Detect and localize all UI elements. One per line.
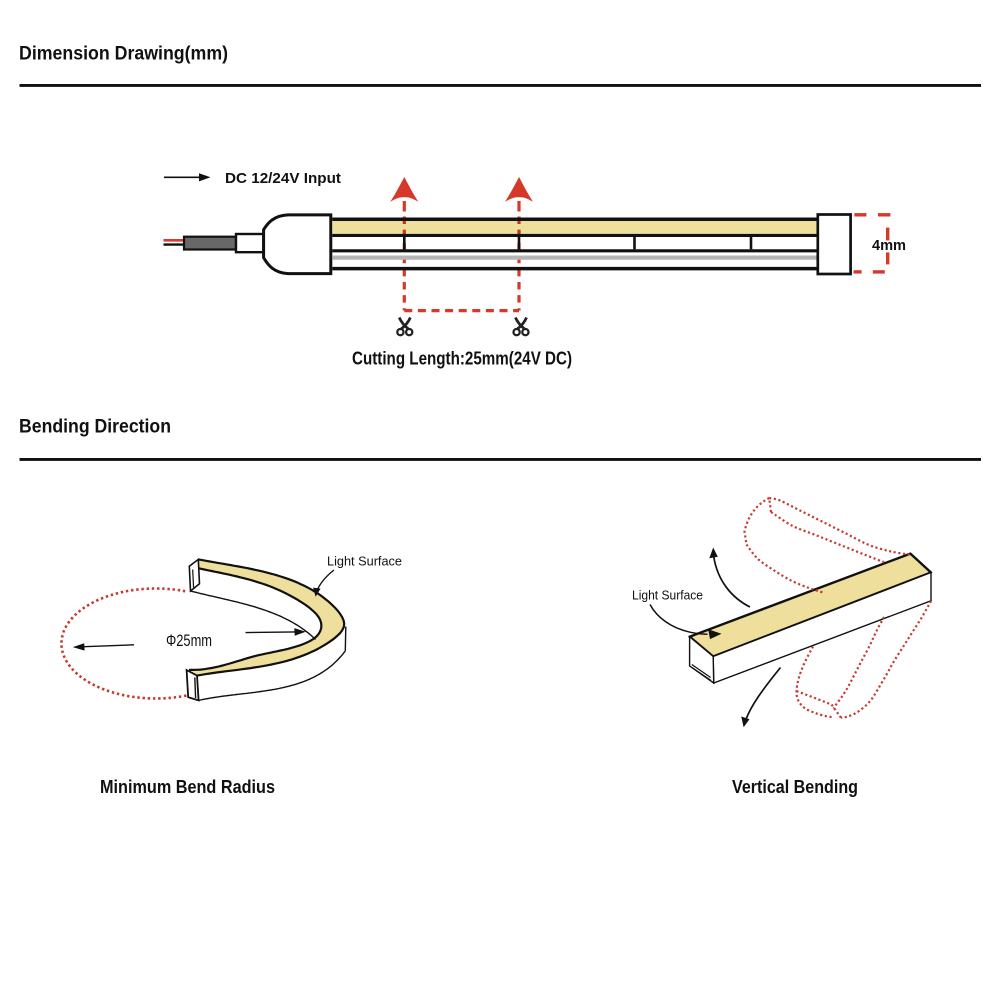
svg-text:Vertical Bending: Vertical Bending (732, 777, 858, 797)
svg-text:Dimension Drawing(mm): Dimension Drawing(mm) (19, 43, 228, 65)
svg-text:Light Surface: Light Surface (632, 589, 703, 603)
svg-text:Bending Direction: Bending Direction (19, 416, 171, 438)
svg-text:Cutting Length:25mm(24V DC): Cutting Length:25mm(24V DC) (352, 349, 572, 369)
svg-text:Minimum Bend Radius: Minimum Bend Radius (100, 777, 275, 797)
svg-text:DC 12/24V Input: DC 12/24V Input (225, 171, 341, 187)
svg-text:4mm: 4mm (872, 238, 906, 254)
svg-text:Φ25mm: Φ25mm (166, 632, 212, 650)
svg-text:Light Surface: Light Surface (327, 555, 402, 569)
